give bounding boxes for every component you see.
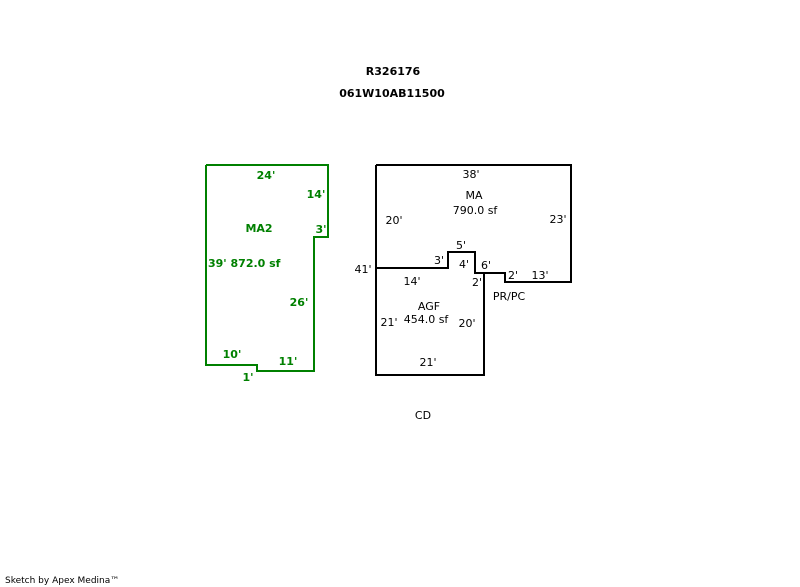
- ma-top-dimension: 38': [462, 168, 479, 181]
- ma-right-dimension: 23': [549, 213, 566, 226]
- ma2-bottom-step-dimension: 1': [242, 371, 253, 384]
- ma2-right-step-dimension: 3': [315, 223, 326, 236]
- agf-outline: [375, 268, 485, 376]
- ma-left-dimension: 20': [385, 214, 402, 227]
- agf-left-dimension: 21': [380, 316, 397, 329]
- ma2-outline: [205, 164, 329, 372]
- agf-area-code: AGF: [418, 300, 440, 313]
- ma2-area-code: MA2: [245, 222, 272, 235]
- ma-bottom-right-dimension: 13': [531, 269, 548, 282]
- ma2-bottom-left-dimension: 10': [223, 348, 242, 361]
- ma2-right-upper-dimension: 14': [307, 188, 326, 201]
- agf-right-dimension: 20': [458, 317, 475, 330]
- ma2-top-dimension: 24': [257, 169, 276, 182]
- ma2-right-lower-dimension: 26': [290, 296, 309, 309]
- ma-step-right-dimension: 2': [508, 269, 518, 282]
- ma-bump-top-dimension: 5': [456, 239, 466, 252]
- pr-pc-label: PR/PC: [493, 290, 526, 303]
- ma-bump-left-dimension: 3': [434, 254, 444, 267]
- ma2-bottom-right-dimension: 11': [279, 355, 298, 368]
- agf-top-right-dimension: 2': [472, 276, 482, 289]
- account-id: R326176: [366, 65, 421, 78]
- cd-label: CD: [415, 409, 431, 422]
- map-tax-lot: 061W10AB11500: [339, 87, 445, 100]
- ma2-left-dimension-and-area: 39' 872.0 sf: [208, 257, 281, 270]
- ma-area-code: MA: [465, 189, 482, 202]
- ma-bump-right-dimension: 4': [459, 258, 469, 271]
- ma-outline: [375, 164, 572, 283]
- ma-area-value: 790.0 sf: [453, 204, 499, 217]
- sketch-credit: Sketch by Apex Medina™: [5, 576, 119, 586]
- agf-bottom-dimension: 21': [419, 356, 436, 369]
- overall-left-dimension: 41': [354, 263, 371, 276]
- agf-area-value: 454.0 sf: [404, 313, 450, 326]
- agf-top-dimension: 14': [403, 275, 420, 288]
- ma-step-top-dimension: 6': [481, 259, 491, 272]
